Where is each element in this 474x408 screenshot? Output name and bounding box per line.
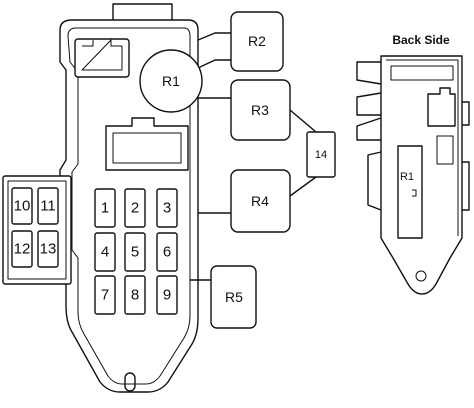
fuse-8: 8 xyxy=(124,275,146,315)
back-tab-right-2 xyxy=(461,161,470,211)
fuse-14-label: 14 xyxy=(315,149,327,161)
back-side-title: Back Side xyxy=(392,33,450,47)
fuse-3-outline xyxy=(156,188,178,228)
fuse-2-outline xyxy=(124,188,146,228)
fuse-6-label: 6 xyxy=(163,244,171,261)
f14-connector-upper xyxy=(289,109,317,133)
fuse-6: 6 xyxy=(156,232,178,272)
back-relay-r1 xyxy=(397,145,423,239)
fuse-5: 5 xyxy=(124,232,146,272)
relay-r4: R4 xyxy=(230,169,291,233)
fuse-7-label: 7 xyxy=(101,287,109,304)
fuse-12: 12 xyxy=(11,230,33,268)
fuse-4-label: 4 xyxy=(101,244,109,261)
back-small-block xyxy=(436,135,454,165)
fuse-10-outline xyxy=(11,187,33,225)
relay-r5: R5 xyxy=(210,265,257,329)
relay-r1-label: R1 xyxy=(162,73,180,89)
back-tab-3 xyxy=(356,117,382,141)
fuse-5-label: 5 xyxy=(131,244,139,261)
r2-connector-upper xyxy=(197,32,232,41)
back-tab-2 xyxy=(356,92,382,116)
r2-connector-lower xyxy=(197,59,232,69)
middle-connector xyxy=(105,117,189,171)
fuse-1: 1 xyxy=(94,188,116,228)
fuse-12-outline xyxy=(11,230,33,268)
fuse-4: 4 xyxy=(94,232,116,272)
relay-r1: R1 xyxy=(139,49,203,113)
fuse-14: 14 xyxy=(306,131,336,178)
connector-lines xyxy=(189,32,317,281)
relay-r4-label: R4 xyxy=(251,193,269,209)
relay-r2-label: R2 xyxy=(248,33,266,49)
fuse-3: 3 xyxy=(156,188,178,228)
back-tab-1 xyxy=(356,61,382,85)
fuse-7: 7 xyxy=(94,275,116,315)
fuse-11: 11 xyxy=(37,187,59,225)
fuse-9-label: 9 xyxy=(163,287,171,304)
fuse-13: 13 xyxy=(37,230,59,268)
fuse-6-outline xyxy=(156,232,178,272)
fuse-7-outline xyxy=(94,275,116,315)
fuse-8-outline xyxy=(124,275,146,315)
fuse-10-label: 10 xyxy=(14,198,31,215)
back-bottom-hole xyxy=(415,270,427,282)
side-block-inner xyxy=(7,180,67,280)
relay-r2: R2 xyxy=(230,11,284,72)
fuse-5-outline xyxy=(124,232,146,272)
fuse-2-label: 2 xyxy=(131,200,139,217)
fuse-8-label: 8 xyxy=(131,287,139,304)
fuse-9: 9 xyxy=(156,275,178,315)
relay-r3: R3 xyxy=(230,79,291,141)
back-relay-r1-label: R1 xyxy=(400,171,414,183)
fuse-13-outline xyxy=(37,230,59,268)
fuse-grid: 1 2 3 4 5 6 7 8 9 xyxy=(94,188,178,315)
fuse-4-outline xyxy=(94,232,116,272)
relay-r3-label: R3 xyxy=(251,102,269,118)
back-tab-4 xyxy=(367,151,382,211)
fuse-2: 2 xyxy=(124,188,146,228)
fuse-11-label: 11 xyxy=(40,198,56,215)
back-side-box: R1 xyxy=(356,55,470,295)
back-top-slot xyxy=(390,65,454,81)
back-box-inner-edge xyxy=(386,59,459,236)
fuse-11-outline xyxy=(37,187,59,225)
f14-connector-lower xyxy=(289,176,317,197)
top-tab xyxy=(112,3,173,23)
fuse-1-label: 1 xyxy=(101,200,109,217)
back-connector xyxy=(427,87,456,127)
fuse-12-label: 12 xyxy=(14,241,31,258)
fuse-3-label: 3 xyxy=(163,200,171,217)
fuse-1-outline xyxy=(94,188,116,228)
back-relay-r1-mark xyxy=(412,189,417,197)
top-connector xyxy=(74,38,130,78)
relay-r5-label: R5 xyxy=(225,289,243,305)
fuse-10: 10 xyxy=(11,187,33,225)
fuse-13-label: 13 xyxy=(40,241,57,258)
main-box-inner-outline xyxy=(67,27,191,385)
back-tab-right-1 xyxy=(461,101,470,126)
fuse-9-outline xyxy=(156,275,178,315)
side-fuse-group: 10 11 12 13 xyxy=(11,187,59,268)
bottom-slot xyxy=(124,372,136,392)
